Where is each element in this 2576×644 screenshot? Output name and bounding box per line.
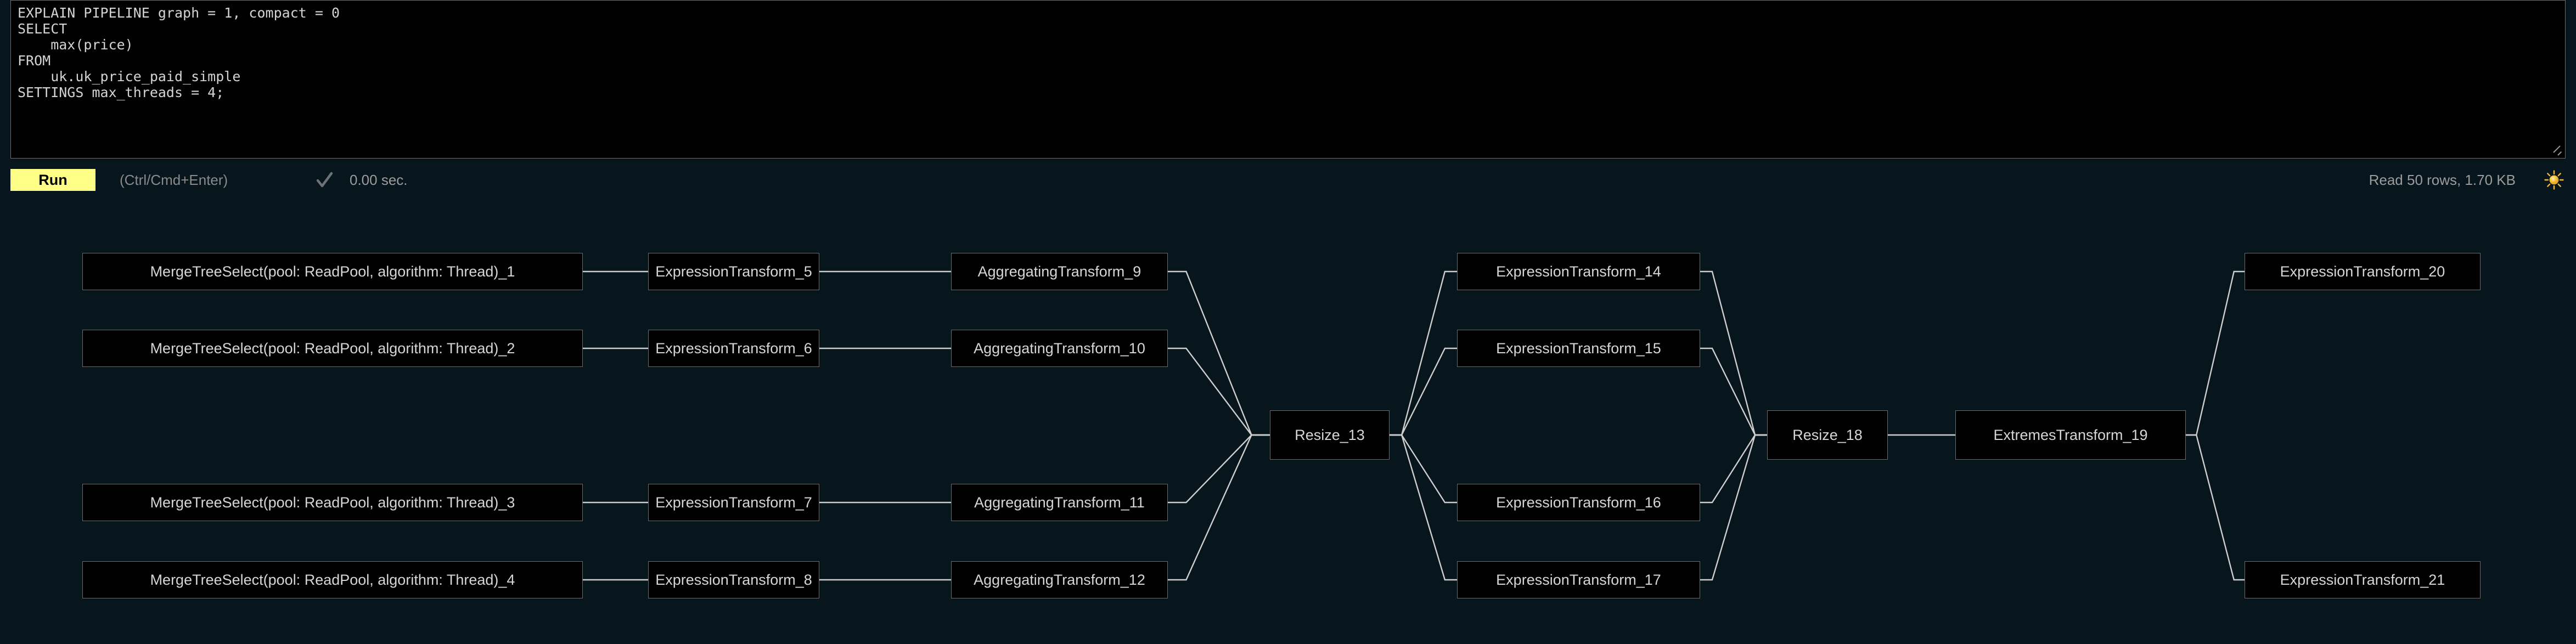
graph-node-label: ExpressionTransform_21 [2280,571,2445,588]
graph-node-n16[interactable]: ExpressionTransform_16 [1457,484,1700,521]
sql-editor[interactable] [10,0,2566,159]
graph-node-label: ExpressionTransform_6 [655,340,812,357]
graph-node-label: MergeTreeSelect(pool: ReadPool, algorith… [150,571,515,588]
graph-node-label: ExpressionTransform_14 [1496,263,1661,280]
graph-node-label: MergeTreeSelect(pool: ReadPool, algorith… [150,340,515,357]
graph-node-label: AggregatingTransform_12 [974,571,1145,588]
graph-node-label: AggregatingTransform_11 [974,494,1145,511]
query-toolbar: Run (Ctrl/Cmd+Enter) 0.00 sec. Read 50 r… [0,165,2576,195]
graph-node-n15[interactable]: ExpressionTransform_15 [1457,330,1700,367]
graph-node-label: ExpressionTransform_16 [1496,494,1661,511]
graph-node-n10[interactable]: AggregatingTransform_10 [951,330,1168,367]
graph-edge-n13-n17 [1390,434,1457,581]
run-shortcut-hint: (Ctrl/Cmd+Enter) [120,172,228,188]
graph-edge-n13-n16 [1390,434,1457,504]
graph-node-label: ExpressionTransform_20 [2280,263,2445,280]
graph-node-n1[interactable]: MergeTreeSelect(pool: ReadPool, algorith… [82,253,583,290]
graph-node-label: ExpressionTransform_17 [1496,571,1661,588]
graph-node-n3[interactable]: MergeTreeSelect(pool: ReadPool, algorith… [82,484,583,521]
graph-edge-n19-n21 [2186,434,2245,581]
graph-node-label: AggregatingTransform_9 [977,263,1141,280]
graph-edge-n15-n18 [1700,347,1767,436]
graph-node-n2[interactable]: MergeTreeSelect(pool: ReadPool, algorith… [82,330,583,367]
sun-icon[interactable] [2544,170,2564,190]
graph-node-label: ExpressionTransform_7 [655,494,812,511]
graph-node-n14[interactable]: ExpressionTransform_14 [1457,253,1700,290]
sql-editor-input[interactable] [11,1,2565,158]
graph-node-label: MergeTreeSelect(pool: ReadPool, algorith… [150,263,515,280]
graph-node-n4[interactable]: MergeTreeSelect(pool: ReadPool, algorith… [82,561,583,598]
graph-node-n9[interactable]: AggregatingTransform_9 [951,253,1168,290]
graph-edge-n10-n13 [1168,347,1270,436]
graph-node-label: ExpressionTransform_8 [655,571,812,588]
graph-node-n11[interactable]: AggregatingTransform_11 [951,484,1168,521]
graph-node-n12[interactable]: AggregatingTransform_12 [951,561,1168,598]
graph-node-n6[interactable]: ExpressionTransform_6 [648,330,819,367]
graph-node-n18[interactable]: Resize_18 [1767,410,1888,460]
graph-node-n8[interactable]: ExpressionTransform_8 [648,561,819,598]
graph-node-label: ExtremesTransform_19 [1993,426,2148,443]
graph-edge-n17-n18 [1700,434,1767,581]
graph-node-n17[interactable]: ExpressionTransform_17 [1457,561,1700,598]
graph-node-n20[interactable]: ExpressionTransform_20 [2245,253,2481,290]
graph-edge-n11-n13 [1168,434,1270,504]
graph-edge-n12-n13 [1168,434,1270,581]
run-button[interactable]: Run [10,169,95,191]
graph-node-label: ExpressionTransform_15 [1496,340,1661,357]
graph-edge-n14-n18 [1700,270,1767,436]
graph-edge-n13-n14 [1390,270,1457,436]
graph-edge-n9-n13 [1168,270,1270,436]
check-icon [313,169,335,191]
graph-node-n13[interactable]: Resize_13 [1270,410,1390,460]
read-stats: Read 50 rows, 1.70 KB [2369,172,2516,188]
graph-edge-n13-n15 [1390,347,1457,436]
graph-node-label: Resize_18 [1792,426,1863,443]
graph-node-label: Resize_13 [1295,426,1365,443]
graph-node-label: AggregatingTransform_10 [974,340,1145,357]
graph-node-n7[interactable]: ExpressionTransform_7 [648,484,819,521]
graph-node-n19[interactable]: ExtremesTransform_19 [1955,410,2186,460]
elapsed-time: 0.00 sec. [350,172,408,188]
graph-edge-n19-n20 [2186,270,2245,436]
graph-node-label: MergeTreeSelect(pool: ReadPool, algorith… [150,494,515,511]
graph-node-n5[interactable]: ExpressionTransform_5 [648,253,819,290]
graph-edge-n16-n18 [1700,434,1767,504]
graph-node-label: ExpressionTransform_5 [655,263,812,280]
graph-node-n21[interactable]: ExpressionTransform_21 [2245,561,2481,598]
